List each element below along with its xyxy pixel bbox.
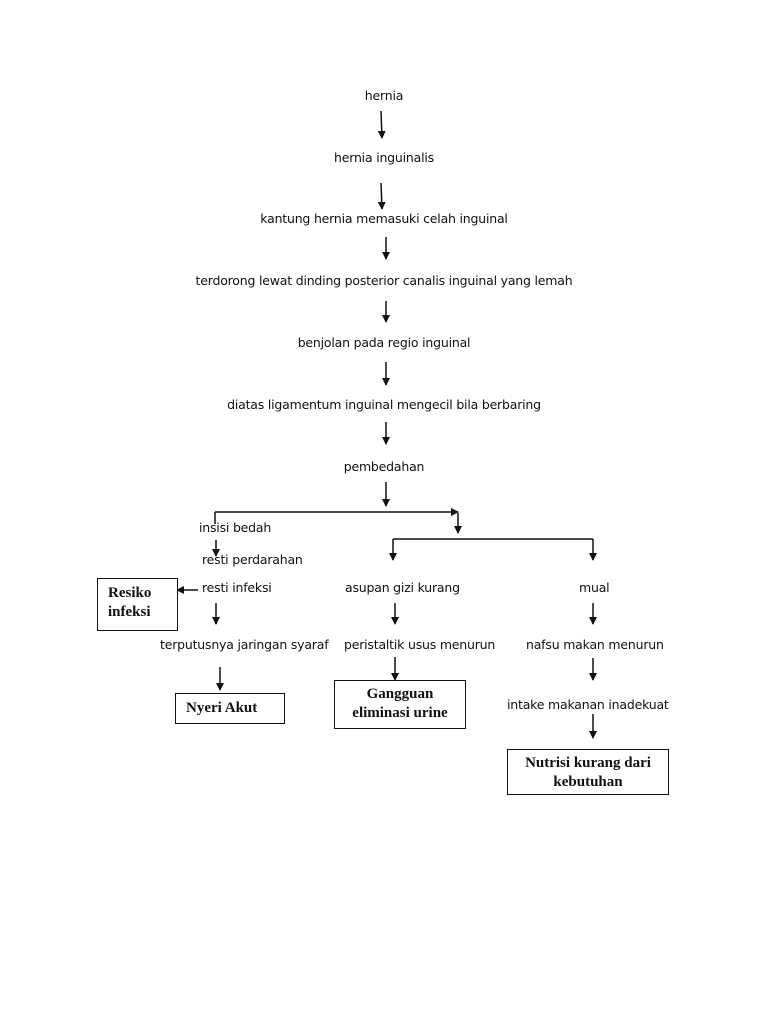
diagnosis-gangguan-line2: eliminasi urine: [352, 705, 448, 721]
node-hernia-inguinalis: hernia inguinalis: [334, 150, 434, 165]
diagnosis-box-resiko-infeksi: Resiko infeksi: [97, 578, 178, 631]
diagnosis-nutrisi-line1: Nutrisi kurang dari: [525, 755, 651, 771]
node-benjolan: benjolan pada regio inguinal: [297, 335, 471, 350]
diagnosis-box-nutrisi-kurang: Nutrisi kurang dari kebutuhan: [507, 749, 669, 795]
arrow-hernia-to-inguinalis: [377, 110, 386, 139]
node-hernia: hernia: [364, 88, 404, 103]
node-insisi-bedah: insisi bedah: [199, 520, 272, 535]
node-peristaltik: peristaltik usus menurun: [344, 637, 496, 652]
node-intake-makanan: intake makanan inadekuat: [507, 697, 669, 712]
node-terdorong: terdorong lewat dinding posterior canali…: [195, 273, 573, 288]
node-resti-infeksi: resti infeksi: [202, 580, 272, 595]
diagnosis-resiko-line2: infeksi: [108, 604, 151, 620]
diagnosis-gangguan-line1: Gangguan: [366, 686, 434, 702]
node-pembedahan: pembedahan: [343, 459, 425, 474]
node-terputusnya-jaringan: terputusnya jaringan syaraf: [160, 637, 329, 652]
node-nafsu-makan: nafsu makan menurun: [526, 637, 664, 652]
diagnosis-box-nyeri-akut: Nyeri Akut: [175, 693, 285, 724]
diagnosis-box-gangguan-eliminasi: Gangguan eliminasi urine: [334, 680, 466, 729]
diagnosis-nyeri: Nyeri Akut: [186, 700, 258, 716]
node-resti-perdarahan: resti perdarahan: [202, 552, 303, 567]
diagnosis-resiko-line1: Resiko: [108, 585, 152, 601]
node-mual: mual: [579, 580, 610, 595]
arrow-inguinalis-to-kantung: [377, 182, 386, 210]
node-asupan-gizi: asupan gizi kurang: [345, 580, 460, 595]
node-kantung-hernia: kantung hernia memasuki celah inguinal: [260, 211, 508, 226]
diagnosis-nutrisi-line2: kebutuhan: [553, 774, 623, 790]
node-diatas-ligamentum: diatas ligamentum inguinal mengecil bila…: [227, 397, 541, 412]
